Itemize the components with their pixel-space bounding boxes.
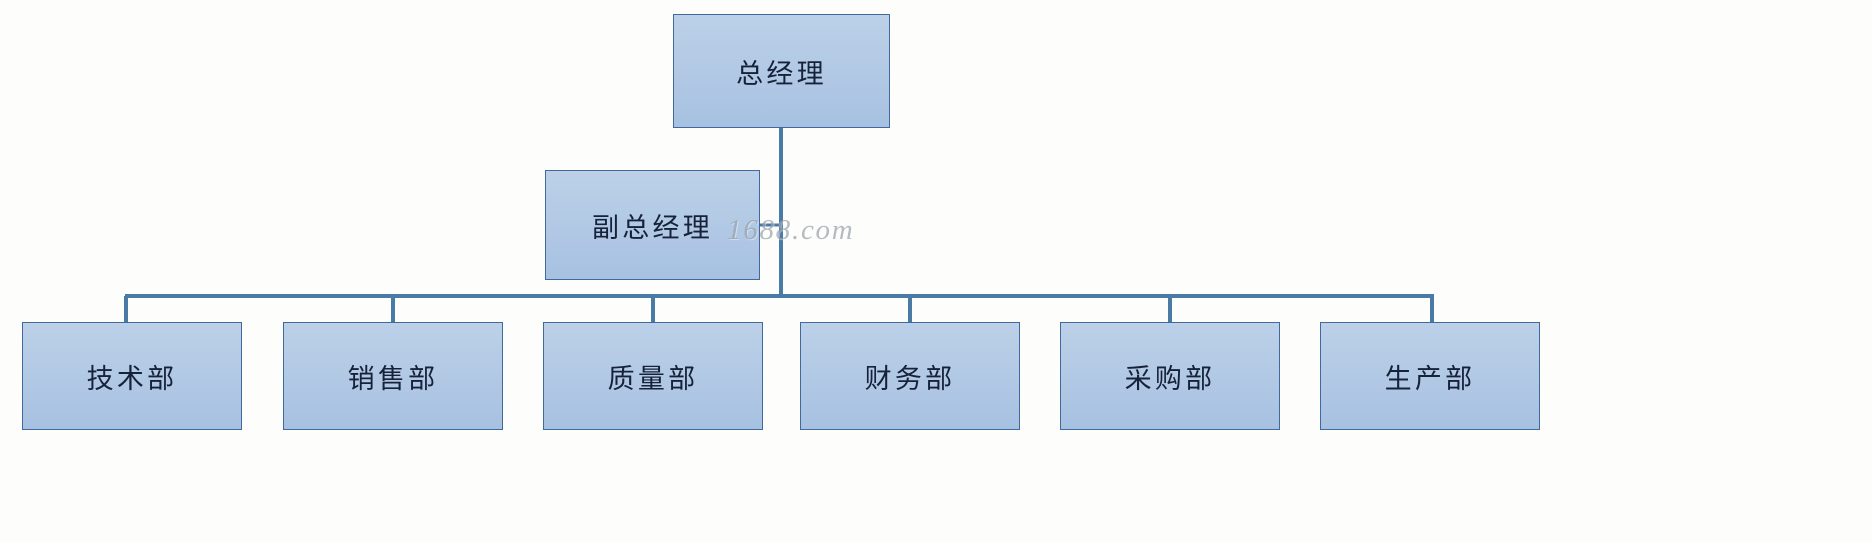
node-label-quality-department: 质量部 <box>607 363 699 394</box>
node-label-sales-department: 销售部 <box>347 363 439 394</box>
node-deputy-general-manager[interactable]: 副总经理 <box>545 170 760 280</box>
node-label-finance-department: 财务部 <box>864 363 956 394</box>
node-label-technology-department: 技术部 <box>86 363 178 394</box>
node-sales-department[interactable]: 销售部 <box>283 322 503 430</box>
node-quality-department[interactable]: 质量部 <box>543 322 763 430</box>
node-label-general-manager: 总经理 <box>736 58 827 89</box>
node-purchasing-department[interactable]: 采购部 <box>1060 322 1280 430</box>
node-technology-department[interactable]: 技术部 <box>22 322 242 430</box>
node-label-deputy-general-manager: 副总经理 <box>592 212 713 243</box>
node-finance-department[interactable]: 财务部 <box>800 322 1020 430</box>
node-label-purchasing-department: 采购部 <box>1124 363 1216 394</box>
node-label-production-department: 生产部 <box>1384 363 1476 394</box>
node-production-department[interactable]: 生产部 <box>1320 322 1540 430</box>
node-general-manager[interactable]: 总经理 <box>673 14 890 128</box>
